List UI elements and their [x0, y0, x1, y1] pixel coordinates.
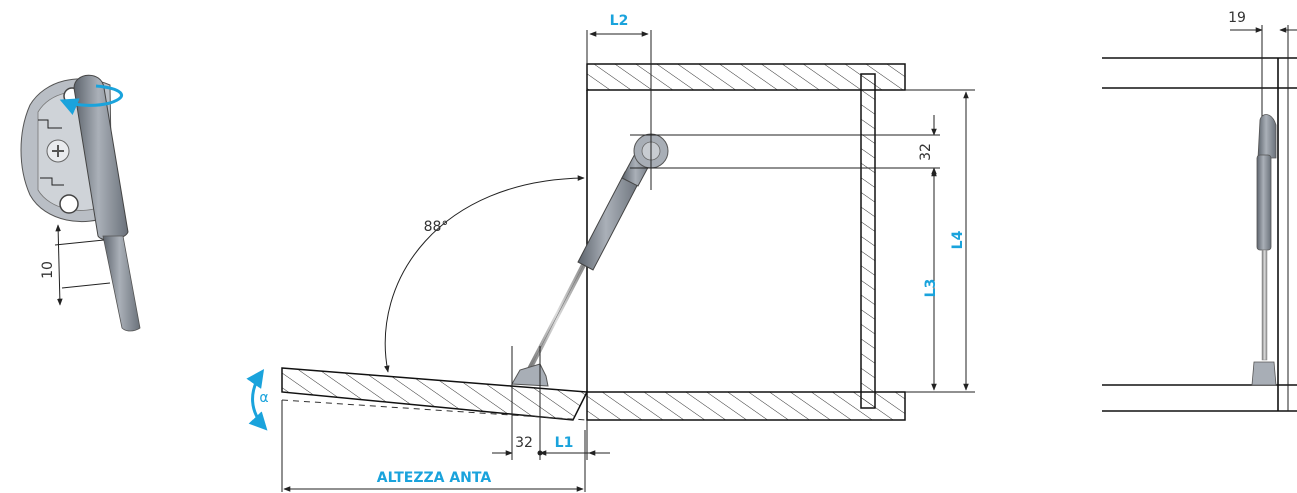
altezza-anta-label: ALTEZZA ANTA — [377, 470, 492, 486]
alpha-label: α — [259, 390, 268, 406]
mounting-detail: 10 — [20, 74, 141, 332]
dim-32-top-label: 32 — [918, 143, 934, 161]
l2-label: L2 — [610, 13, 629, 29]
cabinet-section: L2 32 L3 L4 88° α 32 L1 — [246, 13, 975, 492]
gas-spring — [511, 133, 669, 387]
dim-10-label: 10 — [40, 261, 56, 279]
l1-label: L1 — [555, 435, 574, 451]
bottom-hole — [59, 194, 79, 214]
dim-19-label: 19 — [1228, 10, 1246, 26]
l4-label: L4 — [950, 230, 966, 249]
angle-label: 88° — [424, 219, 449, 235]
door-flap — [281, 367, 589, 421]
dim-32-bottom-label: 32 — [515, 435, 533, 451]
side-view: 19 — [1102, 10, 1297, 412]
l3-label: L3 — [923, 279, 939, 298]
